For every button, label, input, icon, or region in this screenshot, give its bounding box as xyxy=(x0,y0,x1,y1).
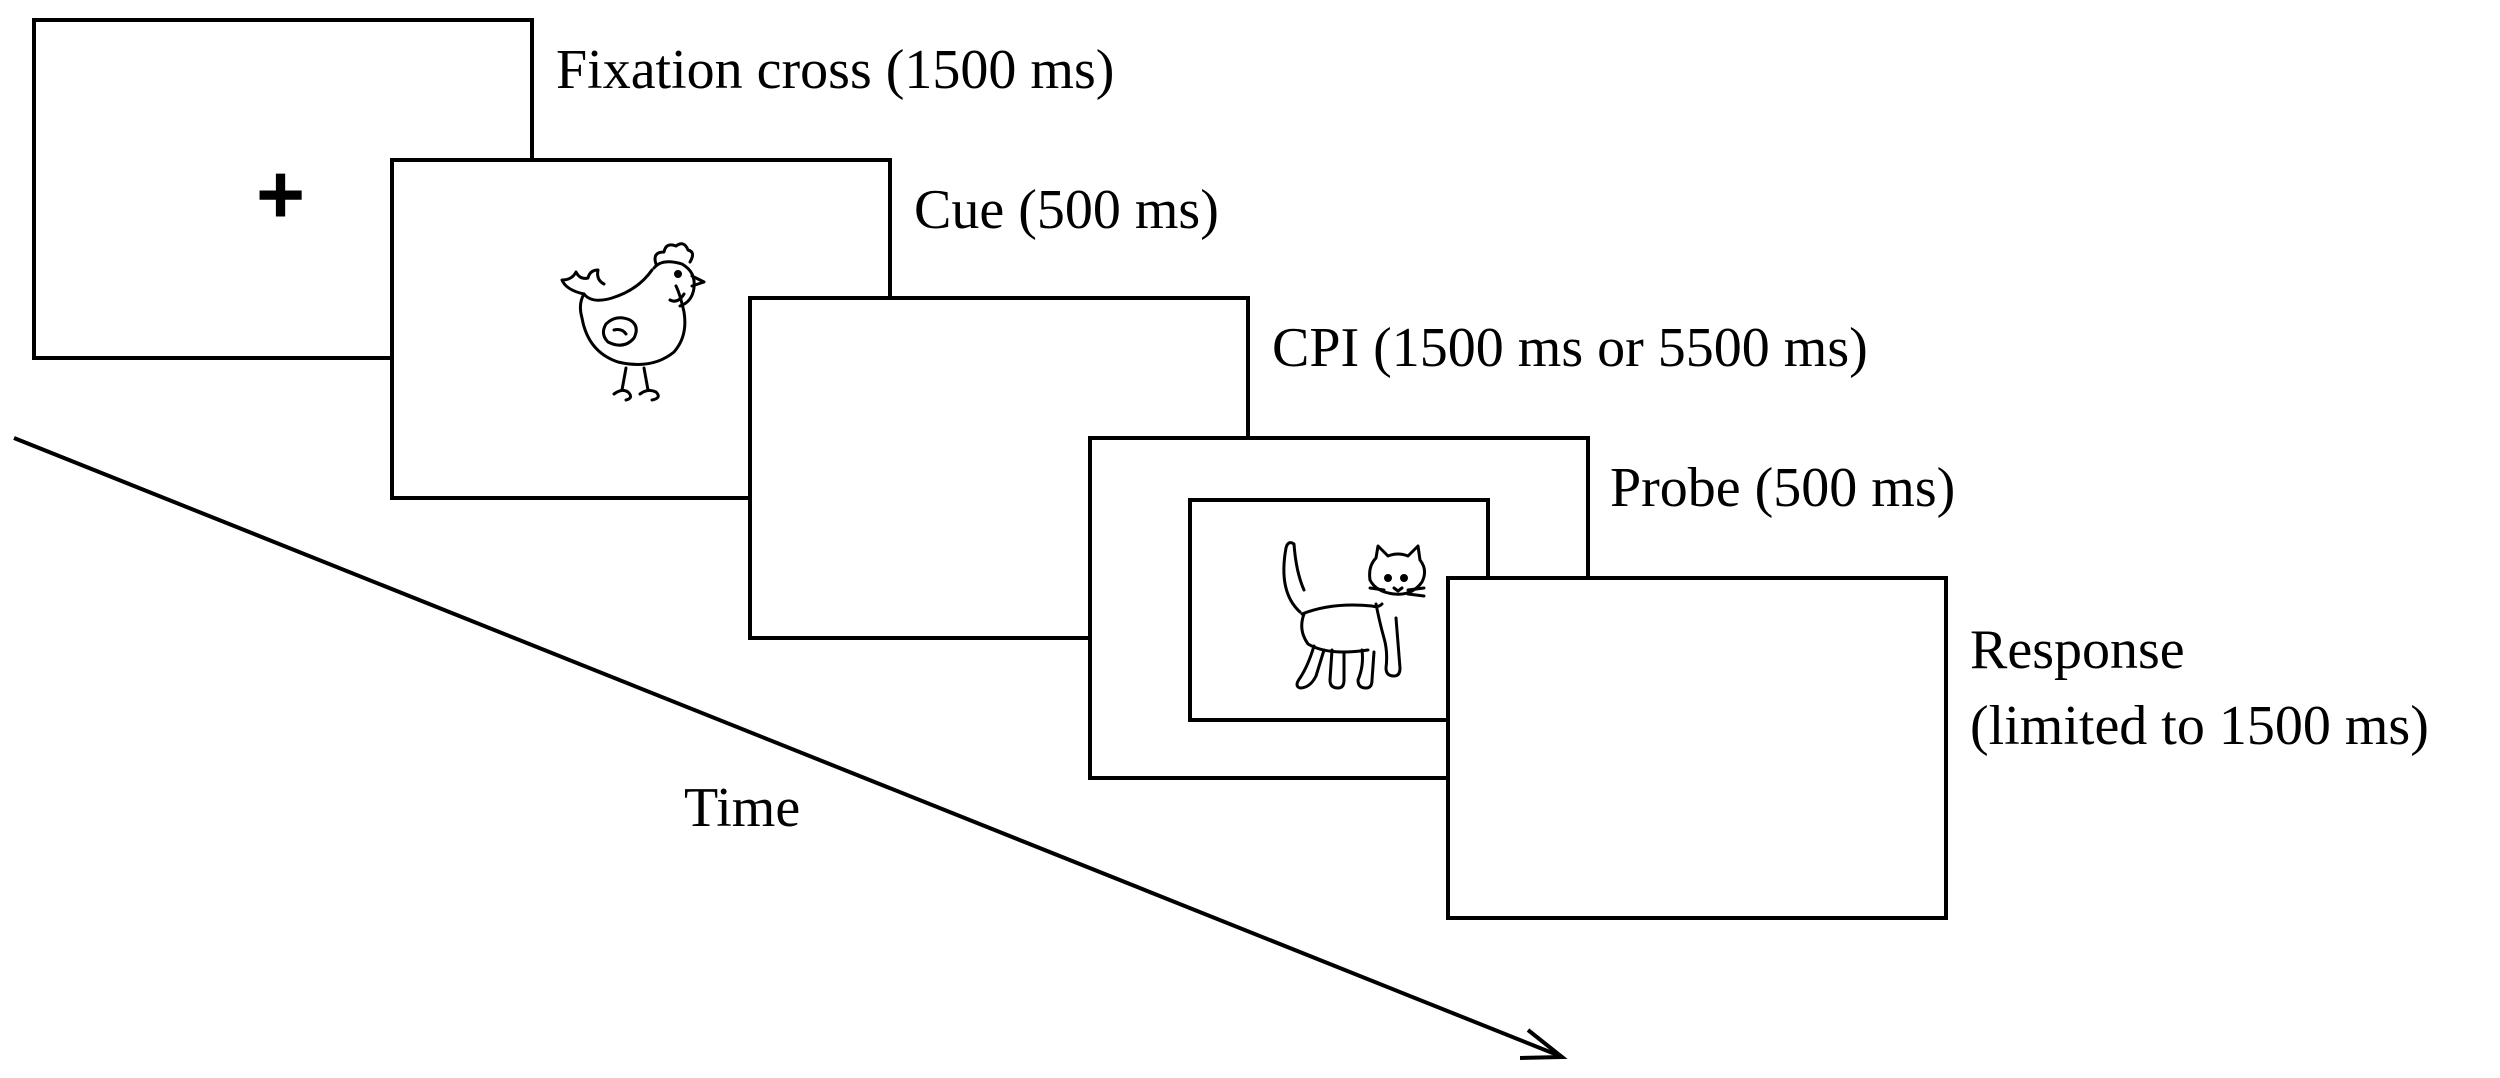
fixation-cross: + xyxy=(256,147,306,241)
cat-icon xyxy=(1282,541,1427,690)
cpi-label: CPI (1500 ms or 5500 ms) xyxy=(1272,317,1868,379)
probe-image-frame xyxy=(1188,498,1490,722)
response-label-line1: Response xyxy=(1970,619,2185,681)
fixation-label: Fixation cross (1500 ms) xyxy=(556,39,1115,101)
response-label-line2: (limited to 1500 ms) xyxy=(1970,695,2429,757)
response-screen xyxy=(1446,576,1948,920)
probe-label: Probe (500 ms) xyxy=(1610,457,1956,519)
hen-icon xyxy=(560,242,706,402)
cue-label: Cue (500 ms) xyxy=(914,179,1219,241)
time-label: Time xyxy=(684,777,801,839)
